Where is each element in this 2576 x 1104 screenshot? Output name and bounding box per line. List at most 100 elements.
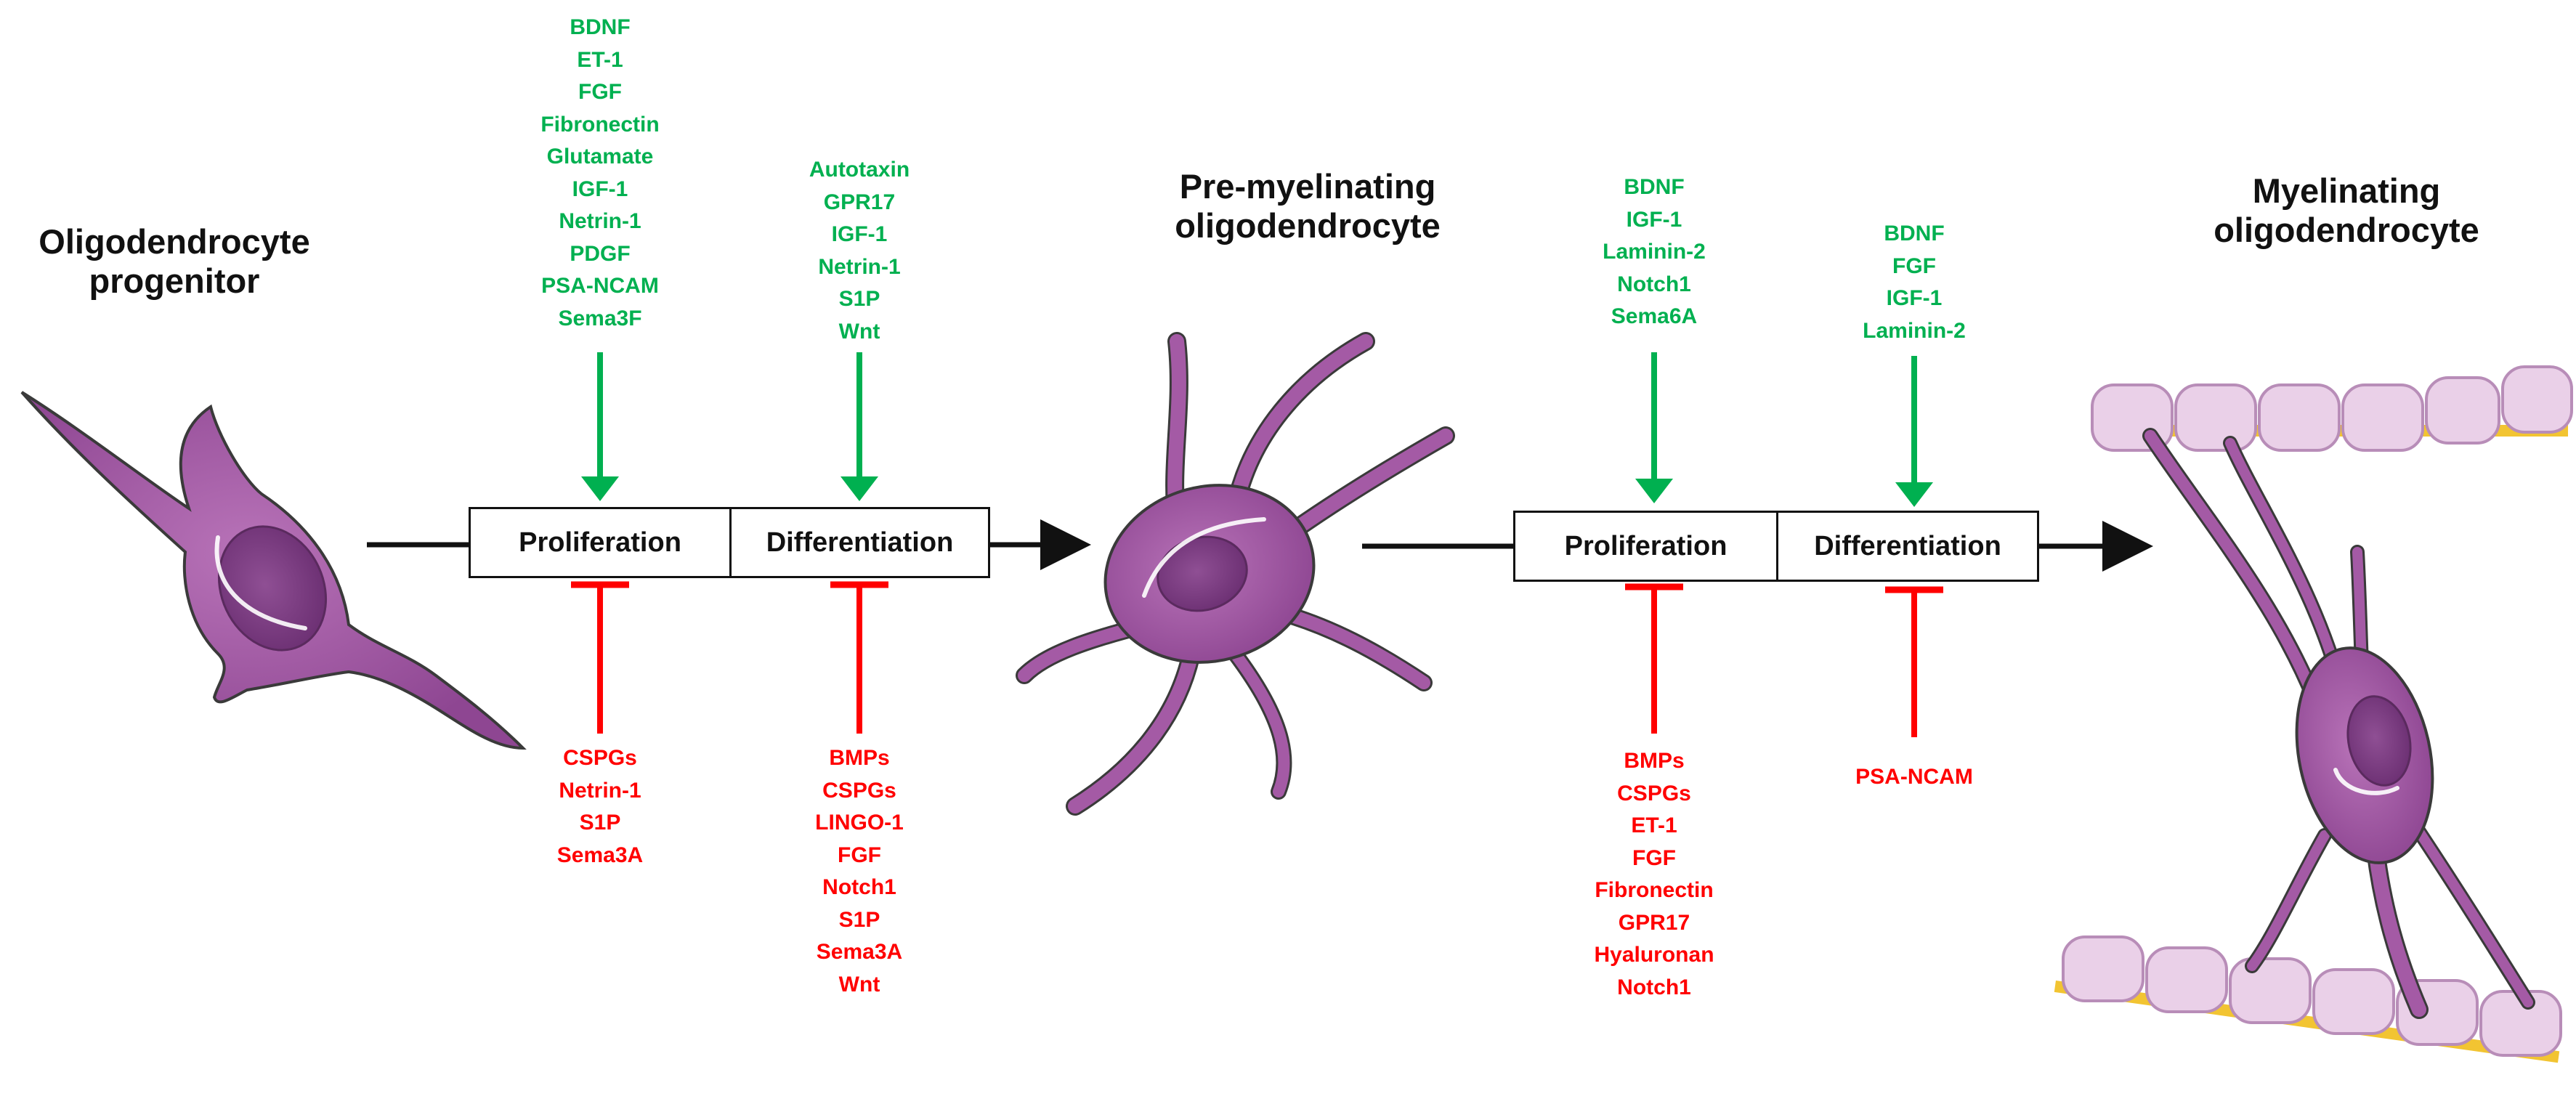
progenitor-cell-highlight <box>214 535 307 630</box>
factor-item: Notch1 <box>1617 975 1691 999</box>
factor-item: Sema6A <box>1611 304 1698 328</box>
factor-item: IGF-1 <box>1886 286 1943 310</box>
factor-item: Hyaluronan <box>1594 943 1714 967</box>
pre-myelinating-process <box>1066 644 1201 816</box>
inhibit-bar <box>830 581 888 734</box>
stage-title-pre-myelinating: Pre-myelinating oligodendrocyte <box>1119 167 1496 245</box>
factor-item: PSA-NCAM <box>1855 765 1973 789</box>
factor-item: BMPs <box>1624 749 1685 773</box>
factor-item: ET-1 <box>577 47 623 72</box>
factor-item: PDGF <box>570 241 631 266</box>
myelinating-process <box>2247 830 2330 971</box>
differentiation-cell: Differentiation <box>1776 513 2037 580</box>
myelinating-cell-nucleus <box>2346 695 2412 787</box>
factor-item: IGF-1 <box>831 222 888 246</box>
factor-item: IGF-1 <box>572 176 628 201</box>
myelin-segment <box>2145 946 2228 1013</box>
progenitor-cell-illustration <box>20 391 527 750</box>
factor-item: Netrin-1 <box>559 209 641 233</box>
process-box-2: Proliferation Differentiation <box>1513 511 2039 582</box>
promote-arrow <box>1895 356 1933 507</box>
upper-axon <box>2091 365 2573 452</box>
factor-item: IGF-1 <box>1626 207 1682 232</box>
stage-title-line: progenitor <box>89 261 260 300</box>
lower-axon <box>2054 935 2562 1063</box>
promote-arrow <box>1635 352 1673 503</box>
factor-item: S1P <box>579 811 621 835</box>
factor-item: ET-1 <box>1631 813 1677 837</box>
factor-item: Sema3A <box>816 940 903 964</box>
factor-item: Sema3A <box>556 843 644 867</box>
factor-item: CSPGs <box>563 746 637 770</box>
myelinating-process <box>2368 843 2426 1017</box>
process-box-1: Proliferation Differentiation <box>469 507 990 578</box>
factor-item: Laminin-2 <box>1603 240 1706 264</box>
inhibit-bar <box>571 581 629 734</box>
factor-item: CSPGs <box>822 778 896 803</box>
promote-arrow <box>841 352 878 501</box>
myelin-segment <box>2425 376 2500 445</box>
factor-item: BMPs <box>829 746 890 770</box>
promote-arrow <box>581 352 619 501</box>
myelinating-cell-highlight <box>2333 768 2399 795</box>
stage-title-line: oligodendrocyte <box>2214 211 2479 249</box>
myelin-segment <box>2258 383 2341 452</box>
factor-item: BDNF <box>1884 222 1945 245</box>
factor-item: Laminin-2 <box>1863 318 1966 343</box>
pre-myelinating-cell-highlight <box>1142 517 1266 598</box>
factor-item: Wnt <box>838 972 880 997</box>
factor-item: FGF <box>578 80 622 104</box>
stage-title-line: oligodendrocyte <box>1175 206 1441 245</box>
inhibit-bar <box>1625 583 1683 734</box>
myelin-segment <box>2341 383 2424 452</box>
factor-item: Notch1 <box>1617 272 1691 296</box>
factor-item: GPR17 <box>823 190 896 214</box>
differentiation-cell: Differentiation <box>729 509 988 576</box>
factor-item: Netrin-1 <box>559 778 641 803</box>
myelin-segment <box>2312 968 2395 1035</box>
factor-item: S1P <box>838 907 880 932</box>
myelinating-cell-illustration <box>2054 365 2573 1063</box>
myelin-segment <box>2062 935 2144 1002</box>
factor-item: Sema3F <box>558 306 642 330</box>
myelinating-process <box>2407 816 2533 1007</box>
pre-myelinating-process <box>1226 332 1375 518</box>
proliferation-cell: Proliferation <box>1564 530 1728 561</box>
factor-item: CSPGs <box>1617 781 1691 805</box>
factor-item: LINGO-1 <box>815 811 904 835</box>
factor-item: Wnt <box>838 319 880 344</box>
factor-item: FGF <box>838 843 881 867</box>
progenitor-cell-nucleus <box>217 525 328 652</box>
pre-myelinating-process <box>1229 648 1290 797</box>
myelin-segment <box>2501 365 2573 434</box>
pre-myelinating-process <box>1228 334 1373 516</box>
factor-item: Fibronectin <box>540 112 660 137</box>
proliferation-cell: Proliferation <box>519 527 681 558</box>
inhibit-bar <box>1885 586 1943 737</box>
factor-item: S1P <box>838 287 880 311</box>
stage-title-line: Pre-myelinating <box>1179 167 1436 206</box>
factor-item: FGF <box>1632 845 1676 870</box>
stage-title-progenitor: Oligodendrocyte progenitor <box>15 222 334 301</box>
factor-item: BDNF <box>570 15 631 39</box>
pre-myelinating-process <box>1068 646 1199 813</box>
stage-title-line: Myelinating <box>2252 171 2441 210</box>
factor-item: Netrin-1 <box>818 254 901 279</box>
factor-item: Autotaxin <box>809 158 910 182</box>
pre-myelinating-cell-illustration <box>1016 332 1455 816</box>
factor-item: Notch1 <box>822 875 896 899</box>
factor-item: BDNF <box>1624 175 1685 199</box>
differentiation-inhibitors-list: PSA-NCAM <box>1805 761 2023 794</box>
stage-title-line: Oligodendrocyte <box>39 222 310 261</box>
factor-item: Glutamate <box>546 145 654 169</box>
factor-item: GPR17 <box>1618 910 1690 935</box>
myelin-segment <box>2229 957 2312 1024</box>
